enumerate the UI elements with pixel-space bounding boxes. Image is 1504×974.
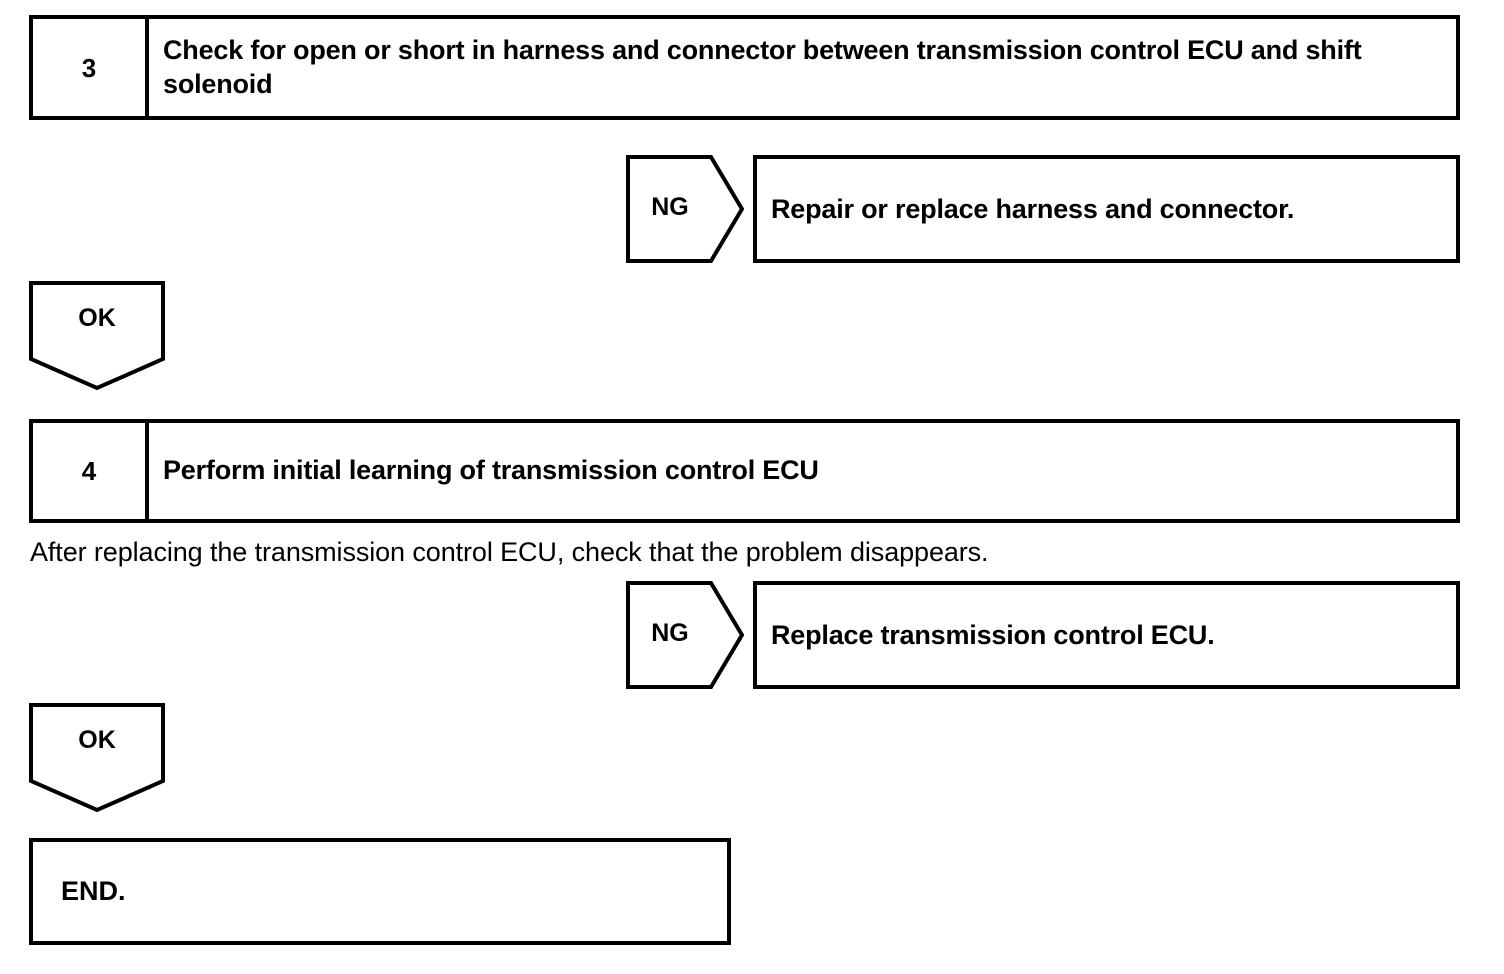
step-number-cell-3: 3 bbox=[33, 19, 149, 116]
step-title-cell-3: Check for open or short in harness and c… bbox=[149, 19, 1456, 116]
end-box: END. bbox=[29, 838, 731, 945]
ng-result-text-3: Repair or replace harness and connector. bbox=[771, 193, 1295, 224]
ok-pentagon-shape-3 bbox=[29, 281, 165, 391]
ng-result-text-4: Replace transmission control ECU. bbox=[771, 619, 1215, 650]
ok-pentagon-shape-4 bbox=[29, 703, 165, 813]
ok-connector-3: OK bbox=[29, 281, 165, 391]
end-label: END. bbox=[61, 876, 126, 906]
step-box-3: 3 Check for open or short in harness and… bbox=[29, 15, 1460, 120]
ng-connector-4: NG bbox=[626, 581, 744, 689]
ng-pentagon-shape-4 bbox=[626, 581, 744, 689]
step-title-3: Check for open or short in harness and c… bbox=[163, 35, 1362, 99]
step-title-4: Perform initial learning of transmission… bbox=[163, 455, 819, 486]
ng-result-box-3: Repair or replace harness and connector. bbox=[753, 155, 1460, 263]
step-title-cell-4: Perform initial learning of transmission… bbox=[149, 423, 1456, 519]
ok-connector-4: OK bbox=[29, 703, 165, 813]
step-note-4-wrapper: After replacing the transmission control… bbox=[30, 537, 1330, 575]
ok-connector-label-4: OK bbox=[78, 726, 116, 754]
ng-connector-label-4: NG bbox=[651, 619, 689, 647]
ng-connector-3: NG bbox=[626, 155, 744, 263]
ng-pentagon-shape-3 bbox=[626, 155, 744, 263]
step-number-4: 4 bbox=[81, 456, 97, 486]
ok-connector-label-3: OK bbox=[78, 304, 116, 332]
step-box-4: 4 Perform initial learning of transmissi… bbox=[29, 419, 1460, 523]
step-note-4: After replacing the transmission control… bbox=[30, 537, 989, 567]
step-number-cell-4: 4 bbox=[33, 423, 149, 519]
step-number-3: 3 bbox=[81, 52, 97, 83]
ng-result-box-4: Replace transmission control ECU. bbox=[753, 581, 1460, 689]
ng-connector-label-3: NG bbox=[651, 193, 689, 221]
